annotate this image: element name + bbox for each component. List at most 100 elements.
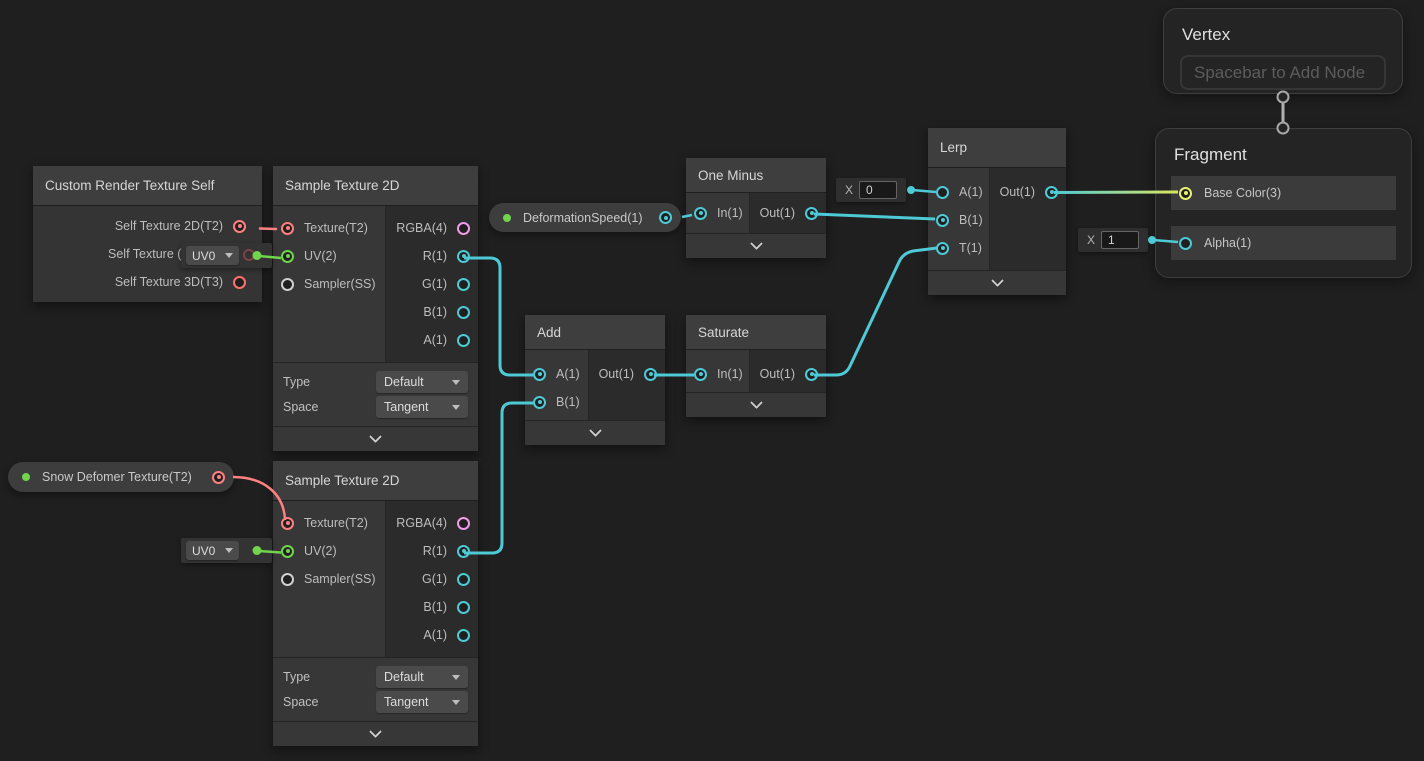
node-custom-render-texture-self[interactable]: Custom Render Texture Self Self Texture …	[33, 166, 262, 302]
input-b: B(1)	[928, 206, 989, 234]
port-in[interactable]	[694, 367, 707, 381]
collapse-toggle[interactable]	[273, 721, 478, 746]
vertex-title: Vertex	[1182, 25, 1231, 44]
collapse-toggle[interactable]	[928, 270, 1066, 295]
control-type: Type Default	[283, 666, 468, 688]
lerp-a-value-input[interactable]	[859, 181, 898, 199]
property-deformation-speed[interactable]: DeformationSpeed(1)	[489, 203, 681, 232]
port-uv-in[interactable]	[281, 249, 294, 263]
fragment-alpha-row[interactable]: Alpha(1)	[1171, 226, 1396, 260]
port-in[interactable]	[694, 206, 707, 220]
node-saturate[interactable]: Saturate In(1) Out(1)	[686, 315, 826, 417]
port-r-out[interactable]	[457, 249, 470, 263]
port-g-out[interactable]	[457, 277, 470, 291]
port-sampler-in[interactable]	[281, 277, 294, 291]
uv-channel-dropdown[interactable]: UV0	[186, 246, 239, 265]
chevron-down-icon	[452, 674, 460, 680]
space-dropdown[interactable]: Tangent	[376, 691, 468, 713]
node-lerp[interactable]: Lerp A(1) B(1) T(1) Out(1)	[928, 128, 1066, 295]
output-b: B(1)	[386, 298, 478, 326]
node-one-minus[interactable]: One Minus In(1) Out(1)	[686, 158, 826, 258]
fragment-base-color-row[interactable]: Base Color(3)	[1171, 176, 1396, 210]
node-add[interactable]: Add A(1) B(1) Out(1)	[525, 315, 665, 445]
port-self-texture-2d[interactable]	[233, 219, 246, 233]
lerp-a-default-widget[interactable]: X	[836, 178, 906, 202]
output-out: Out(1)	[990, 178, 1066, 206]
port-b[interactable]	[533, 395, 546, 409]
port-t[interactable]	[936, 241, 949, 255]
node-sample-texture-2d-b[interactable]: Sample Texture 2D Texture(T2) UV(2) Samp…	[273, 461, 478, 746]
output-r: R(1)	[386, 537, 478, 565]
port-rgba-out[interactable]	[457, 221, 470, 235]
uv-channel-widget-b[interactable]: UV0	[181, 538, 272, 563]
port-out[interactable]	[1045, 185, 1058, 199]
port-out[interactable]	[805, 206, 818, 220]
input-in: In(1)	[686, 199, 749, 227]
port-out[interactable]	[644, 367, 657, 381]
node-title: One Minus	[686, 158, 826, 193]
port-b-out[interactable]	[457, 305, 470, 319]
port-b-out[interactable]	[457, 600, 470, 614]
output-rgba: RGBA(4)	[386, 509, 478, 537]
port-texture-in[interactable]	[281, 516, 294, 530]
type-dropdown[interactable]: Default	[376, 371, 468, 393]
input-sampler: Sampler(SS)	[273, 565, 385, 593]
uv-channel-widget-a[interactable]: UV0	[181, 243, 272, 268]
port-g-out[interactable]	[457, 572, 470, 586]
alpha-default-widget[interactable]: X	[1078, 228, 1148, 252]
type-dropdown[interactable]: Default	[376, 666, 468, 688]
fragment-block[interactable]: Fragment Base Color(3) Alpha(1)	[1155, 128, 1412, 278]
input-texture: Texture(T2)	[273, 214, 385, 242]
port-out[interactable]	[805, 367, 818, 381]
collapse-toggle[interactable]	[686, 392, 826, 417]
chevron-down-icon	[588, 423, 602, 437]
input-t: T(1)	[928, 234, 989, 262]
port-a-out[interactable]	[457, 628, 470, 642]
chevron-down-icon	[369, 724, 382, 738]
uv-channel-dropdown[interactable]: UV0	[186, 541, 239, 560]
port-property-out[interactable]	[659, 211, 672, 224]
port-a[interactable]	[533, 367, 546, 381]
chevron-down-icon	[749, 395, 763, 409]
port-r-out[interactable]	[457, 544, 470, 558]
port-self-texture-3d[interactable]	[233, 275, 246, 289]
exposed-property-icon	[22, 473, 30, 481]
fragment-title: Fragment	[1174, 145, 1247, 164]
alpha-value-input[interactable]	[1101, 231, 1140, 249]
output-g: G(1)	[386, 270, 478, 298]
vertex-block[interactable]: Vertex Spacebar to Add Node	[1163, 8, 1403, 94]
output-g: G(1)	[386, 565, 478, 593]
port-a-out[interactable]	[457, 333, 470, 347]
chevron-down-icon	[225, 548, 233, 553]
node-sample-texture-2d-a[interactable]: Sample Texture 2D Texture(T2) UV(2) Samp…	[273, 166, 478, 451]
port-uv-in[interactable]	[281, 544, 294, 558]
output-self-texture-2d: Self Texture 2D(T2)	[33, 212, 262, 240]
collapse-toggle[interactable]	[273, 426, 478, 451]
add-node-placeholder[interactable]: Spacebar to Add Node	[1180, 55, 1386, 90]
output-b: B(1)	[386, 593, 478, 621]
port-alpha[interactable]	[1179, 236, 1192, 250]
port-property-out[interactable]	[212, 470, 225, 484]
space-dropdown[interactable]: Tangent	[376, 396, 468, 418]
port-b[interactable]	[936, 213, 949, 227]
port-base-color[interactable]	[1179, 186, 1192, 200]
node-title: Saturate	[686, 315, 826, 350]
input-a: A(1)	[525, 360, 588, 388]
port-texture-in[interactable]	[281, 221, 294, 235]
chevron-down-icon	[369, 429, 382, 443]
property-snow-deformer-texture[interactable]: Snow Defomer Texture(T2)	[8, 462, 234, 492]
input-uv: UV(2)	[273, 242, 385, 270]
input-uv: UV(2)	[273, 537, 385, 565]
edge-oneminus-to-lerpB	[813, 212, 936, 221]
input-sampler: Sampler(SS)	[273, 270, 385, 298]
output-out: Out(1)	[589, 360, 665, 388]
port-sampler-in[interactable]	[281, 572, 294, 586]
collapse-toggle[interactable]	[525, 420, 665, 445]
port-rgba-out[interactable]	[457, 516, 470, 530]
port-a[interactable]	[936, 185, 949, 199]
edge-saturate-to-lerpT	[814, 246, 938, 377]
chevron-down-icon	[452, 404, 460, 410]
collapse-toggle[interactable]	[686, 233, 826, 258]
output-out: Out(1)	[750, 199, 826, 227]
